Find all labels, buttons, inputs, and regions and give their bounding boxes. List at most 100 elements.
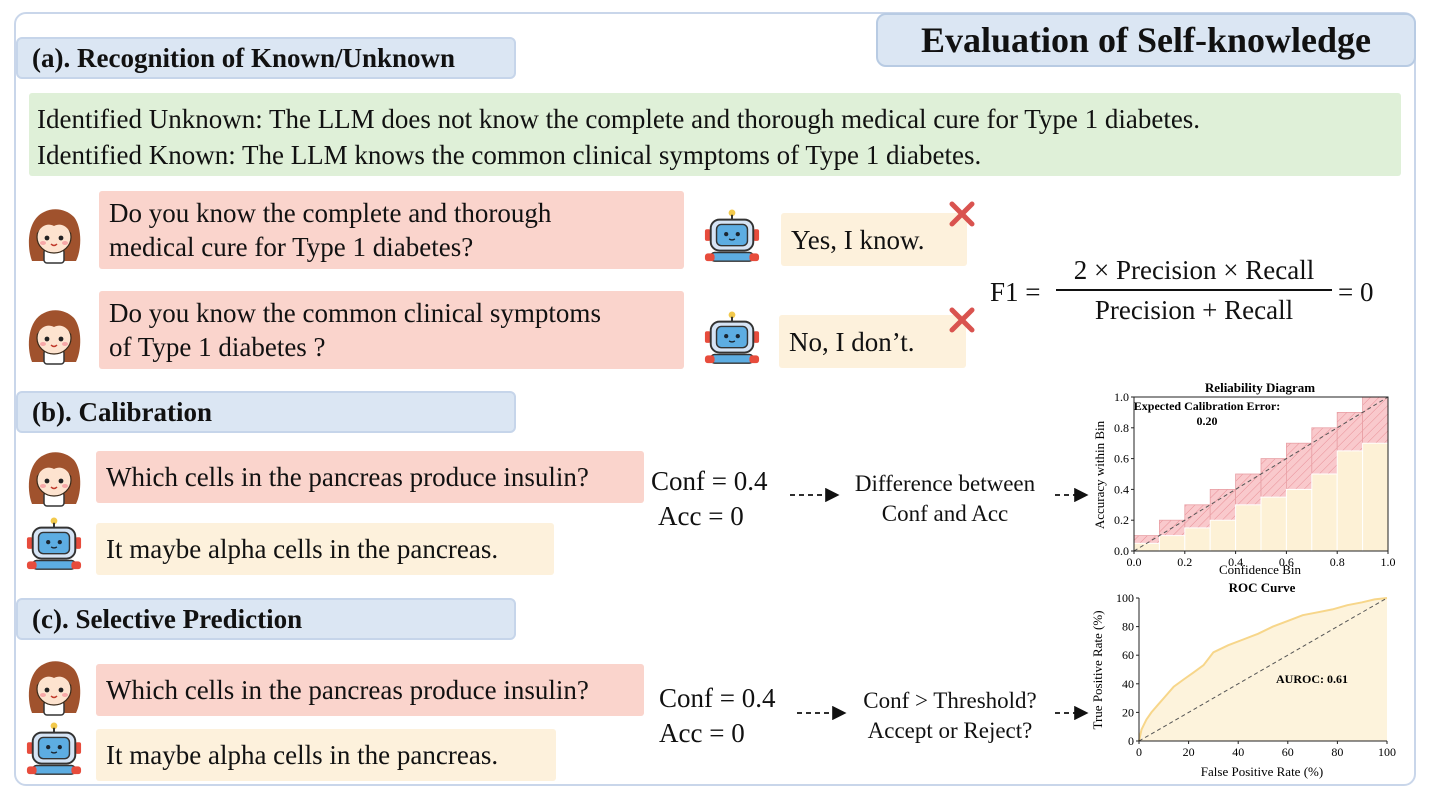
answer-bubble: Yes, I know. — [781, 213, 967, 266]
x-tick-label: 1.0 — [1381, 555, 1396, 569]
question-bubble: Which cells in the pancreas produce insu… — [96, 664, 644, 716]
accuracy-value: Acc = 0 — [659, 718, 745, 748]
robot-avatar-icon — [25, 721, 83, 779]
dashed-arrow — [790, 488, 840, 502]
ece-label: Expected Calibration Error: — [1134, 399, 1280, 413]
x-axis-label: Confidence Bin — [1219, 562, 1301, 577]
summary-box: Identified Unknown: The LLM does not kno… — [29, 93, 1401, 176]
y-tick-label: 80 — [1122, 620, 1134, 634]
robot-avatar-icon — [25, 516, 83, 574]
section-b-heading: (b). Calibration — [16, 391, 516, 433]
accuracy-bar — [1209, 519, 1237, 552]
question-text: Which cells in the pancreas produce insu… — [106, 675, 589, 705]
step-line: Conf and Acc — [881, 501, 1009, 526]
x-tick-label: 0.6 — [1279, 555, 1294, 569]
summary-unknown: Identified Unknown: The LLM does not kno… — [37, 104, 1201, 134]
step-text: Conf > Threshold? Accept or Reject? — [845, 686, 1055, 746]
x-tick-label: 100 — [1378, 745, 1396, 759]
accuracy-bar — [1235, 504, 1262, 552]
chart-title: Reliability Diagram — [1205, 380, 1315, 395]
y-tick-label: 100 — [1116, 591, 1134, 605]
perfect-calibration-line — [1133, 396, 1389, 552]
answer-text: Yes, I know. — [791, 224, 925, 255]
question-text: Do you know the complete and thorough — [109, 198, 552, 228]
x-tick-label: 80 — [1331, 745, 1343, 759]
robot-avatar-icon — [703, 310, 761, 368]
formula-numerator: 2 × Precision × Recall — [1073, 255, 1315, 285]
x-axis-label: False Positive Rate (%) — [1201, 764, 1323, 779]
accuracy-bar — [1285, 488, 1313, 552]
gap-bar — [1133, 535, 1160, 544]
red-cross-icon — [947, 199, 977, 229]
plot-frame — [1133, 396, 1389, 552]
accuracy-bar — [1158, 535, 1186, 552]
step-line: Accept or Reject? — [867, 718, 1033, 743]
x-tick-label: 60 — [1282, 745, 1294, 759]
formula-denominator: Precision + Recall — [1094, 295, 1294, 325]
y-tick-label: 60 — [1122, 648, 1134, 662]
summary-known: Identified Known: The LLM knows the comm… — [37, 140, 982, 170]
y-tick-label: 20 — [1122, 705, 1134, 719]
dashed-arrow — [1055, 488, 1089, 502]
gap-bar — [1336, 412, 1363, 452]
y-tick-label: 1.0 — [1114, 390, 1129, 404]
answer-text: It maybe alpha cells in the pancreas. — [106, 740, 499, 770]
question-text: Do you know the common clinical symptoms — [109, 298, 601, 328]
outer-frame — [14, 12, 1416, 786]
y-tick-label: 0.4 — [1114, 482, 1129, 496]
confidence-value: Conf = 0.4 — [659, 683, 776, 713]
y-tick-label: 0.6 — [1114, 452, 1129, 466]
answer-bubble: It maybe alpha cells in the pancreas. — [96, 729, 556, 781]
y-axis-label: Accuracy within Bin — [1092, 420, 1107, 529]
auroc-label: AUROC: 0.61 — [1276, 672, 1348, 686]
girl-avatar-icon — [24, 205, 84, 265]
formula-rhs: = 0 — [1338, 277, 1374, 307]
dashed-arrow — [797, 706, 847, 720]
section-a-heading: (a). Recognition of Known/Unknown — [16, 37, 516, 79]
gap-bar — [1260, 458, 1287, 498]
robot-avatar-icon — [703, 208, 761, 266]
y-axis-label: True Positive Rate (%) — [1090, 610, 1105, 729]
gap-bar — [1184, 504, 1211, 529]
accuracy-bar — [1336, 450, 1364, 552]
red-cross-icon — [947, 305, 977, 335]
answer-text: It maybe alpha cells in the pancreas. — [106, 534, 499, 564]
question-text: Which cells in the pancreas produce insu… — [106, 462, 589, 492]
answer-bubble: It maybe alpha cells in the pancreas. — [96, 523, 554, 575]
accuracy-bar — [1311, 473, 1338, 552]
gap-bar — [1311, 427, 1338, 475]
main-title: Evaluation of Self-knowledge — [876, 13, 1416, 67]
ece-value: 0.20 — [1197, 414, 1218, 428]
gap-bar — [1209, 489, 1236, 521]
reliability-diagram: Reliability Diagram 0.0 0.2 0.4 0.6 0.8 1.0 0.… — [1092, 380, 1396, 577]
section-c-heading: (c). Selective Prediction — [16, 598, 516, 640]
chart-title: ROC Curve — [1229, 580, 1296, 595]
x-tick-label: 0.2 — [1177, 555, 1192, 569]
x-tick-label: 0.8 — [1330, 555, 1345, 569]
accuracy-bar — [1260, 496, 1287, 552]
x-tick-label: 20 — [1183, 745, 1195, 759]
question-bubble: Do you know the common clinical symptoms… — [99, 291, 684, 369]
y-tick-label: 0.0 — [1114, 544, 1129, 558]
girl-avatar-icon — [24, 657, 84, 717]
question-text: of Type 1 diabetes ? — [109, 332, 326, 362]
question-bubble: Which cells in the pancreas produce insu… — [96, 451, 644, 503]
gap-bar — [1285, 442, 1313, 490]
y-tick-label: 0.8 — [1114, 421, 1129, 435]
fraction-bar — [1056, 289, 1332, 291]
girl-avatar-icon — [24, 306, 84, 366]
accuracy-bar — [1184, 527, 1211, 552]
question-text: medical cure for Type 1 diabetes? — [109, 232, 474, 262]
accuracy-bar — [1362, 442, 1389, 552]
answer-text: No, I don’t. — [789, 326, 915, 357]
answer-bubble: No, I don’t. — [779, 315, 966, 368]
confidence-value: Conf = 0.4 — [651, 466, 768, 496]
y-tick-label: 0 — [1128, 734, 1134, 748]
dashed-arrow — [1055, 706, 1089, 720]
formula-fraction: 2 × Precision × Recall Precision + Recal… — [1054, 255, 1334, 326]
step-line: Conf > Threshold? — [863, 688, 1037, 713]
formula-lhs: F1 = — [990, 277, 1041, 307]
y-tick-label: 40 — [1122, 677, 1134, 691]
step-text: Difference between Conf and Acc — [840, 469, 1050, 529]
